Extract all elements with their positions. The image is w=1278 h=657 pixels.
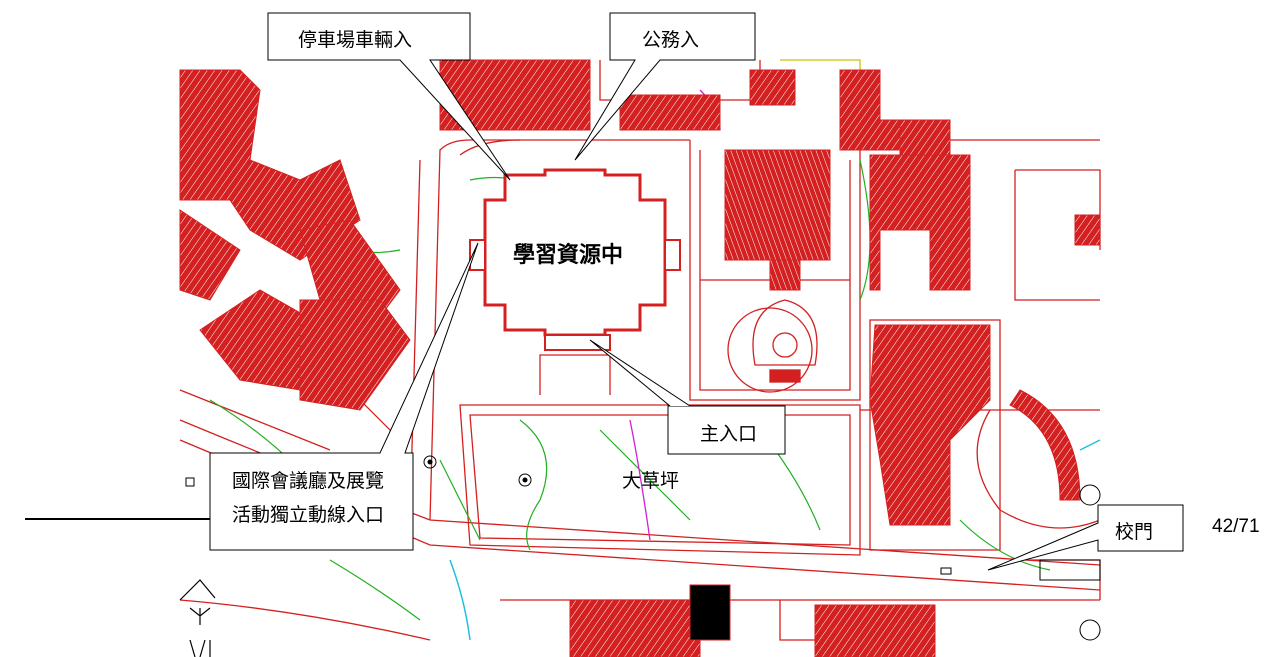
callout-service-entrance: 公務入	[574, 12, 756, 161]
buildings	[179, 59, 1101, 657]
callout-parking-entrance: 停車場車輛入	[267, 12, 511, 181]
page-number: 42/71	[1212, 516, 1260, 537]
svg-text:主入口: 主入口	[700, 423, 757, 445]
water-channels	[449, 439, 1101, 641]
amphitheater	[752, 299, 818, 383]
callout-school-gate: 校門	[987, 504, 1184, 571]
svg-text:停車場車輛入: 停車場車輛入	[298, 29, 412, 51]
svg-text:校門: 校門	[1115, 521, 1153, 543]
lawn-label: 大草坪	[622, 470, 679, 492]
callout-conference-entrance: 國際會議廳及展覽 活動獨立動線入口	[209, 242, 479, 551]
svg-text:公務入: 公務入	[642, 29, 699, 51]
lawn-markers	[185, 455, 952, 575]
svg-text:國際會議廳及展覽: 國際會議廳及展覽	[232, 470, 384, 492]
learning-resource-center-label: 學習資源中	[513, 242, 623, 268]
learning-resource-center-building	[469, 168, 681, 351]
gate-structure	[1039, 484, 1101, 641]
callout-main-entrance: 主入口	[589, 339, 786, 455]
north-arrow-icon	[179, 579, 216, 657]
svg-text:活動獨立動線入口: 活動獨立動線入口	[232, 504, 384, 526]
